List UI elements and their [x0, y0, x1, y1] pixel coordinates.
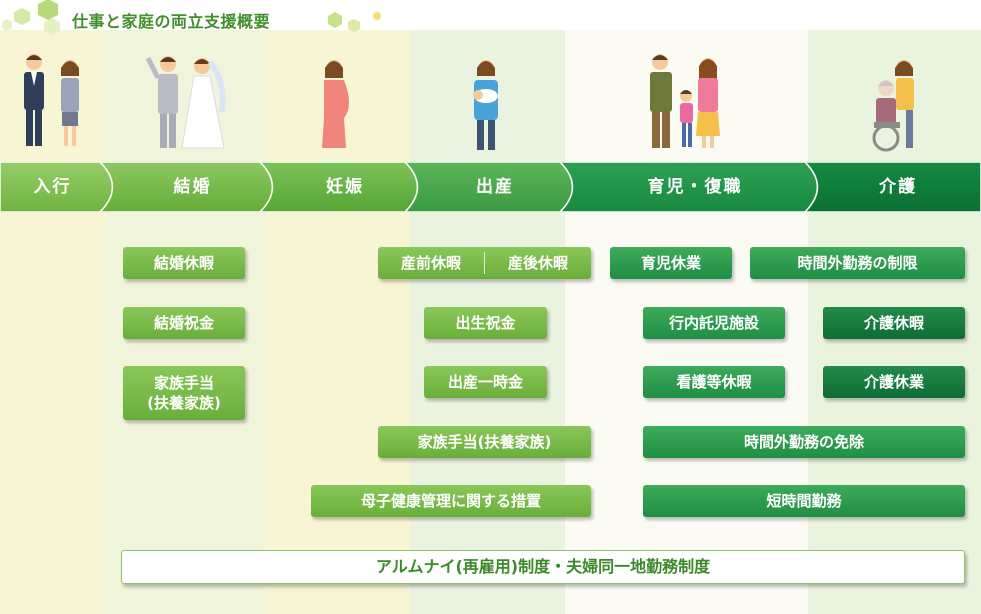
hexagon-decoration-icon — [2, 0, 60, 35]
family-allowance-line2: (扶養家族) — [147, 394, 221, 412]
maternal-health-box: 母子健康管理に関する措置 — [311, 485, 591, 517]
prenatal-leave-label: 産前休暇 — [400, 254, 461, 272]
family-with-child-icon — [650, 54, 720, 148]
pregnant-woman-icon — [322, 60, 349, 148]
overtime-exemption-box: 時間外勤務の免除 — [643, 426, 965, 458]
new-employee-couple-icon — [24, 54, 79, 146]
wedding-couple-icon — [145, 56, 226, 149]
stage-label-entry: 入行 — [33, 177, 72, 197]
stage-birth: 出産 — [405, 162, 585, 212]
marriage-gift-box: 結婚祝金 — [123, 307, 245, 339]
postnatal-leave-label: 産後休暇 — [507, 254, 568, 272]
short-hours-box: 短時間勤務 — [643, 485, 965, 517]
overtime-limit-box: 時間外勤務の制限 — [750, 247, 965, 279]
elderly-care-icon — [872, 60, 914, 152]
birth-gift-box: 出生祝金 — [424, 307, 547, 339]
family-allowance-wide-box: 家族手当(扶養家族) — [378, 426, 591, 458]
stage-label-pregnancy: 妊娠 — [326, 177, 364, 197]
family-allowance-box: 家族手当 (扶養家族) — [123, 366, 245, 420]
marriage-leave-box: 結婚休暇 — [123, 247, 245, 279]
prenatal-postnatal-leave-box: 産前休暇 産後休暇 — [378, 247, 591, 279]
stage-label-birth: 出産 — [476, 177, 514, 197]
birth-lump-sum-box: 出産一時金 — [424, 366, 547, 398]
sick-child-leave-box: 看護等休暇 — [643, 366, 785, 398]
stage-label-marriage: 結婚 — [173, 177, 212, 197]
page-title: 仕事と家庭の両立支援概要 — [72, 12, 271, 31]
in-bank-nursery-box: 行内託児施設 — [643, 307, 785, 339]
stage-label-childcare: 育児・復職 — [647, 177, 743, 197]
nursing-care-leave-box: 介護休業 — [823, 366, 965, 398]
mother-with-baby-icon — [473, 60, 498, 150]
stage-marriage: 結婚 — [100, 162, 285, 212]
family-allowance-line1: 家族手当 — [153, 374, 214, 392]
stage-label-nursing-care: 介護 — [879, 177, 917, 197]
column-bg-entry — [0, 30, 105, 614]
childcare-leave-box: 育児休業 — [610, 247, 732, 279]
leave-divider — [484, 252, 485, 274]
nursing-care-leave-days-box: 介護休暇 — [823, 307, 965, 339]
hexagon-decoration-icon — [328, 12, 381, 32]
alumni-system-box: アルムナイ(再雇用)制度・夫婦同一地勤務制度 — [121, 550, 965, 584]
stage-nursing-care: 介護 — [805, 162, 981, 212]
stage-childcare: 育児・復職 — [560, 162, 830, 212]
